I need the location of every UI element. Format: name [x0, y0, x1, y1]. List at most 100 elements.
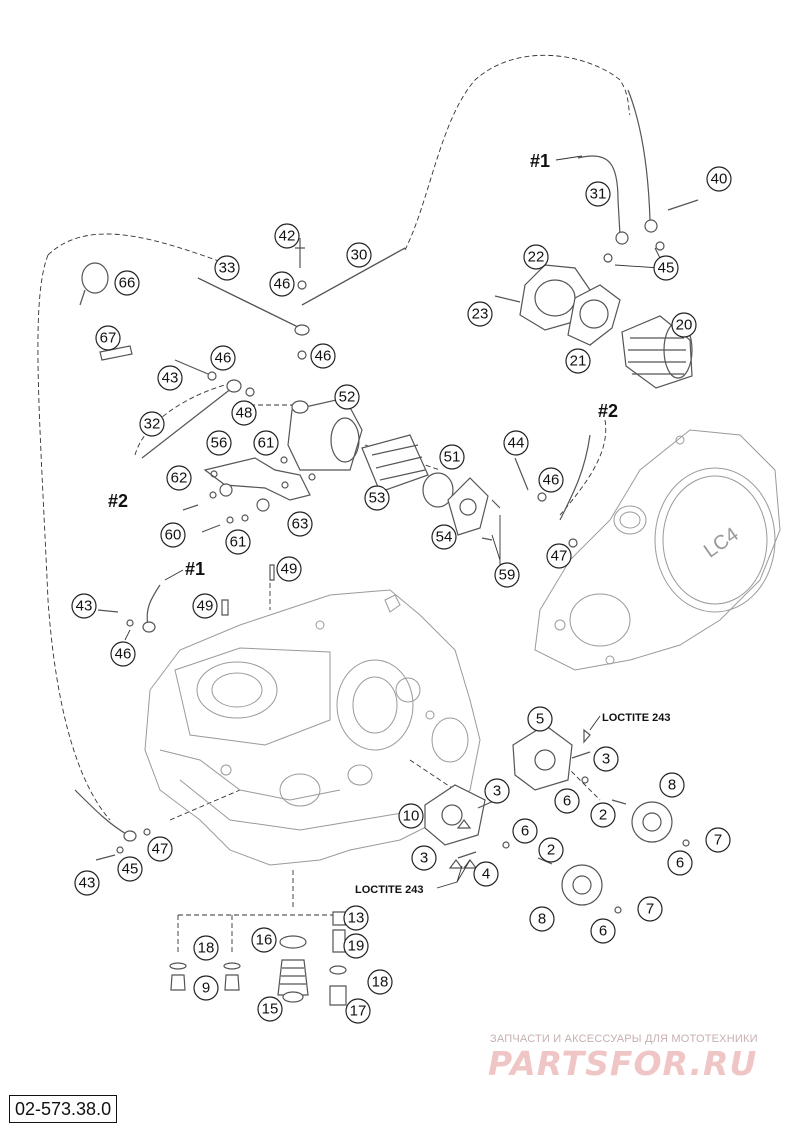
part-callouts: 2 2 3 3 3 4 5 6 6 6 6 7 7 8 8 9 10 13 15… — [71, 166, 732, 1024]
leader-lines — [124, 247, 663, 889]
engine-crankcase — [144, 589, 481, 866]
callout-54: 54 — [431, 524, 457, 550]
callout-7: 7 — [637, 896, 663, 922]
callout-45: 45 — [653, 255, 679, 281]
callout-45: 45 — [117, 856, 143, 882]
callout-46: 46 — [210, 345, 236, 371]
watermark-tagline: ЗАПЧАСТИ И АКСЕССУАРЫ ДЛЯ МОТОТЕХНИКИ — [490, 1033, 758, 1045]
svg-text:43: 43 — [76, 598, 93, 615]
callout-32: 32 — [139, 411, 165, 437]
callout-61: 61 — [225, 529, 251, 555]
svg-text:23: 23 — [472, 306, 489, 323]
svg-text:40: 40 — [711, 171, 728, 188]
callout-46: 46 — [538, 467, 564, 493]
svg-text:6: 6 — [599, 923, 607, 940]
callout-33: 33 — [214, 255, 240, 281]
callout-60: 60 — [160, 522, 186, 548]
callout-7: 7 — [705, 827, 731, 853]
svg-text:46: 46 — [274, 276, 291, 293]
callout-8: 8 — [529, 906, 555, 932]
svg-text:45: 45 — [122, 861, 139, 878]
callout-46: 46 — [269, 271, 295, 297]
svg-text:7: 7 — [714, 832, 722, 849]
svg-text:53: 53 — [369, 490, 386, 507]
callout-23: 23 — [467, 301, 493, 327]
svg-text:8: 8 — [538, 911, 546, 928]
callout-3: 3 — [593, 746, 619, 772]
oil-line-routing — [37, 54, 631, 955]
svg-text:46: 46 — [315, 348, 332, 365]
callout-2: 2 — [538, 837, 564, 863]
callout-46: 46 — [310, 343, 336, 369]
svg-text:6: 6 — [676, 855, 684, 872]
svg-text:32: 32 — [144, 416, 161, 433]
svg-text:18: 18 — [198, 940, 215, 957]
svg-text:4: 4 — [482, 866, 490, 883]
marker-1-left: #1 — [185, 559, 205, 579]
callout-47: 47 — [147, 836, 173, 862]
callout-6: 6 — [667, 850, 693, 876]
oil-hoses — [74, 89, 658, 842]
drawing-number: 02-573.38.0 — [9, 1095, 118, 1123]
clutch-cover: LC4 — [534, 429, 781, 671]
oil-screen-group — [287, 397, 501, 541]
svg-text:22: 22 — [528, 249, 545, 266]
svg-text:46: 46 — [215, 350, 232, 367]
callout-4: 4 — [473, 861, 499, 887]
svg-text:60: 60 — [165, 527, 182, 544]
callout-6: 6 — [554, 788, 580, 814]
marker-2-right: #2 — [598, 401, 618, 421]
callout-46: 46 — [110, 641, 136, 667]
svg-text:16: 16 — [256, 932, 273, 949]
callout-66: 66 — [114, 270, 140, 296]
callout-31: 31 — [585, 181, 611, 207]
callout-42: 42 — [274, 223, 300, 249]
svg-text:31: 31 — [590, 186, 607, 203]
loctite-label-bottom: LOCTITE 243 — [355, 884, 423, 896]
callout-59: 59 — [494, 562, 520, 588]
callout-67: 67 — [95, 325, 121, 351]
svg-text:5: 5 — [536, 711, 544, 728]
svg-text:10: 10 — [403, 808, 420, 825]
svg-text:47: 47 — [551, 548, 568, 565]
svg-text:3: 3 — [420, 850, 428, 867]
svg-text:61: 61 — [258, 435, 275, 452]
marker-1-top: #1 — [530, 151, 550, 171]
svg-text:3: 3 — [602, 751, 610, 768]
drain-plug-group — [169, 911, 347, 1006]
svg-text:47: 47 — [152, 841, 169, 858]
oil-pumps — [424, 724, 690, 914]
callout-51: 51 — [439, 444, 465, 470]
callout-61: 61 — [253, 430, 279, 456]
callout-30: 30 — [346, 242, 372, 268]
svg-text:9: 9 — [202, 980, 210, 997]
callout-18: 18 — [193, 935, 219, 961]
svg-text:20: 20 — [676, 317, 693, 334]
svg-text:59: 59 — [499, 567, 516, 584]
svg-text:3: 3 — [493, 783, 501, 800]
callout-22: 22 — [523, 244, 549, 270]
svg-text:7: 7 — [646, 901, 654, 918]
callout-40: 40 — [706, 166, 732, 192]
callout-16: 16 — [251, 927, 277, 953]
callout-3: 3 — [484, 778, 510, 804]
callout-20: 20 — [671, 312, 697, 338]
callout-44: 44 — [503, 430, 529, 456]
svg-text:18: 18 — [372, 974, 389, 991]
svg-text:46: 46 — [543, 472, 560, 489]
callout-2: 2 — [590, 802, 616, 828]
callout-19: 19 — [343, 933, 369, 959]
cover-logo: LC4 — [700, 523, 743, 562]
callout-9: 9 — [193, 975, 219, 1001]
svg-text:2: 2 — [599, 807, 607, 824]
callout-13: 13 — [343, 905, 369, 931]
callout-18: 18 — [367, 969, 393, 995]
svg-text:21: 21 — [570, 353, 587, 370]
callout-43: 43 — [74, 870, 100, 896]
callout-15: 15 — [257, 996, 283, 1022]
svg-text:17: 17 — [350, 1003, 367, 1020]
svg-text:46: 46 — [115, 646, 132, 663]
svg-text:8: 8 — [668, 777, 676, 794]
svg-text:56: 56 — [211, 435, 228, 452]
